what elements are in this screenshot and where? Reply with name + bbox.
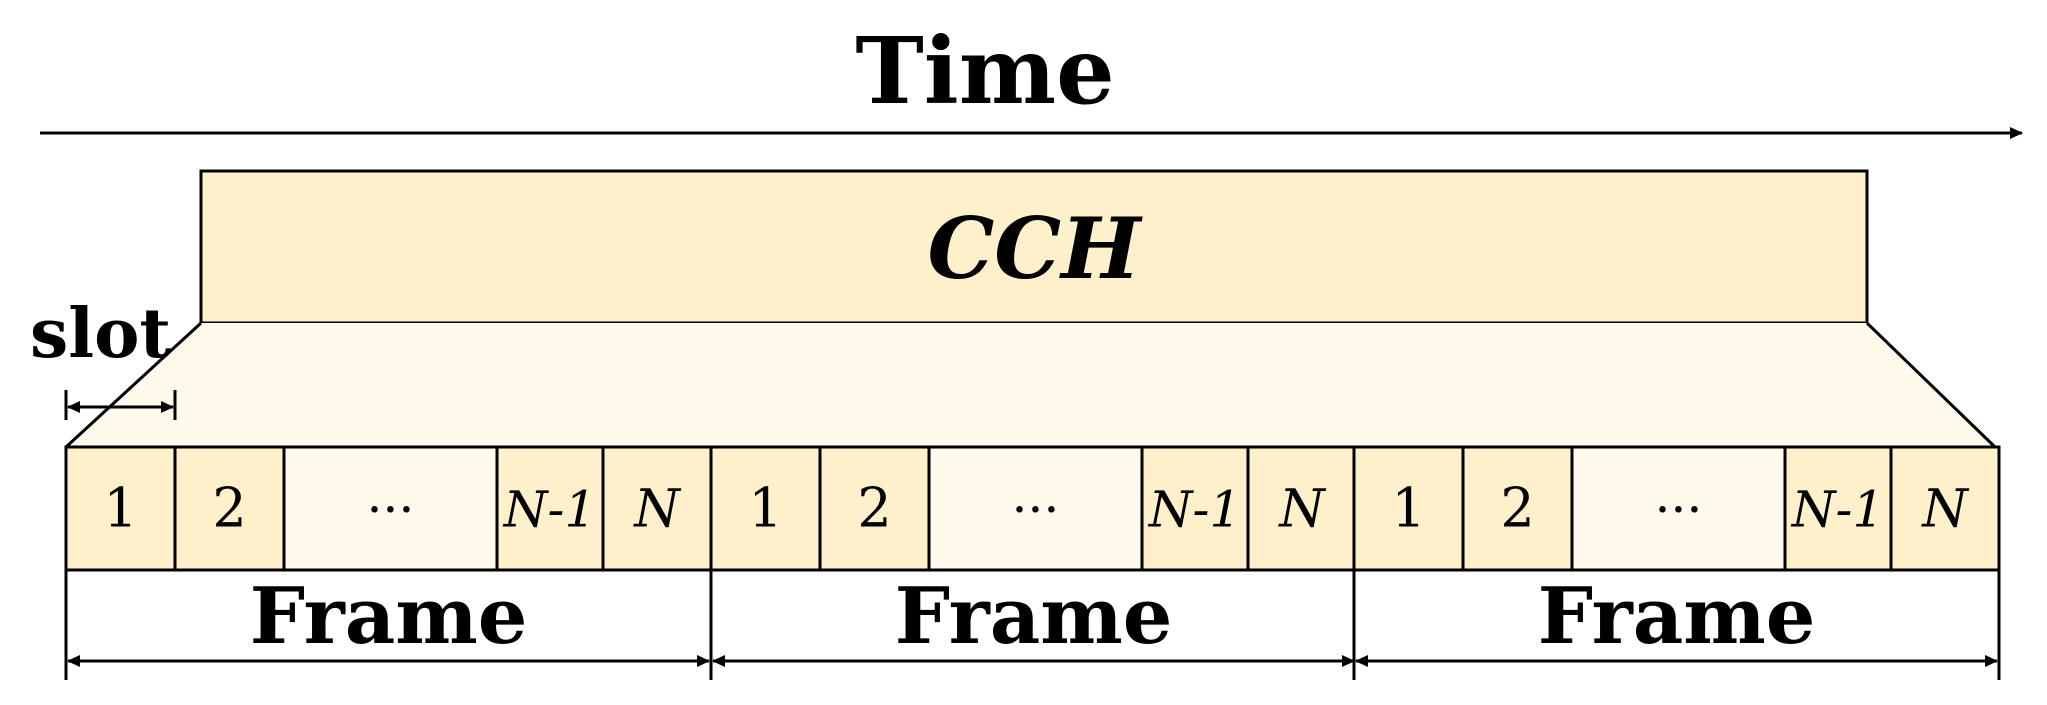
- slot-cell: [1246, 445, 1358, 572]
- slot-cell-label: 2: [1500, 477, 1534, 540]
- slot-cell-label: N: [1277, 480, 1326, 540]
- slot-cell-label: ···: [1012, 481, 1060, 539]
- slot-cell-label: N: [632, 480, 681, 540]
- slot-cell-label: ···: [1655, 481, 1703, 539]
- slot-cell: [601, 445, 713, 572]
- slot-cell-label: 1: [1391, 477, 1425, 540]
- slot-cell-label: 1: [103, 477, 137, 540]
- slot-cell: [282, 445, 499, 572]
- expansion-area: [66, 323, 1995, 447]
- slot-cell: [818, 445, 931, 572]
- expansion-edge-right: [1865, 321, 1997, 449]
- cch-label: CCH: [927, 199, 1143, 298]
- slot-cell-label: ···: [367, 481, 415, 539]
- slot-cell-label: 1: [748, 477, 782, 540]
- slot-cell-label: N-1: [1791, 481, 1884, 539]
- slot-cell-label: N-1: [503, 481, 596, 539]
- slot-cell-label: 2: [212, 477, 246, 540]
- frame-label: Frame: [1538, 571, 1816, 662]
- slot-cell: [495, 445, 605, 572]
- slot-cells: 1 2 ··· N-1 N 1 2 ··· N-1 N 1 2 ··· N-1 N: [64, 445, 2001, 572]
- expansion-edge-left: [64, 321, 203, 449]
- time-label: Time: [855, 17, 1114, 125]
- slot-cell: [927, 445, 1144, 572]
- slot-cell: [1461, 445, 1574, 572]
- frame-label: Frame: [250, 571, 528, 662]
- slot-cell: [1140, 445, 1250, 572]
- slot-label: slot: [30, 294, 171, 374]
- slot-cell: [1352, 445, 1465, 572]
- slot-cell-label: N: [1920, 480, 1969, 540]
- slot-cell: [1570, 445, 1787, 572]
- slot-cell: [709, 445, 822, 572]
- frame-label: Frame: [895, 571, 1173, 662]
- slot-cell-label: N-1: [1148, 481, 1241, 539]
- frame-brackets: Frame Frame Frame: [64, 447, 2001, 680]
- slot-cell-label: 2: [857, 477, 891, 540]
